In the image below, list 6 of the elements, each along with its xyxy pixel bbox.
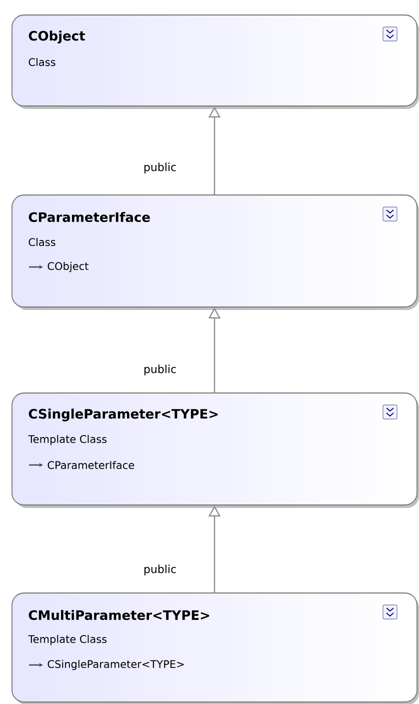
- edge-label: public: [144, 564, 176, 576]
- edge-label: public: [144, 364, 176, 376]
- class-name: CMultiParameter<TYPE>: [28, 610, 210, 620]
- edge-label: public: [144, 162, 176, 174]
- class-type: Template Class: [28, 634, 107, 646]
- base-class: CSingleParameter<TYPE>: [48, 660, 184, 670]
